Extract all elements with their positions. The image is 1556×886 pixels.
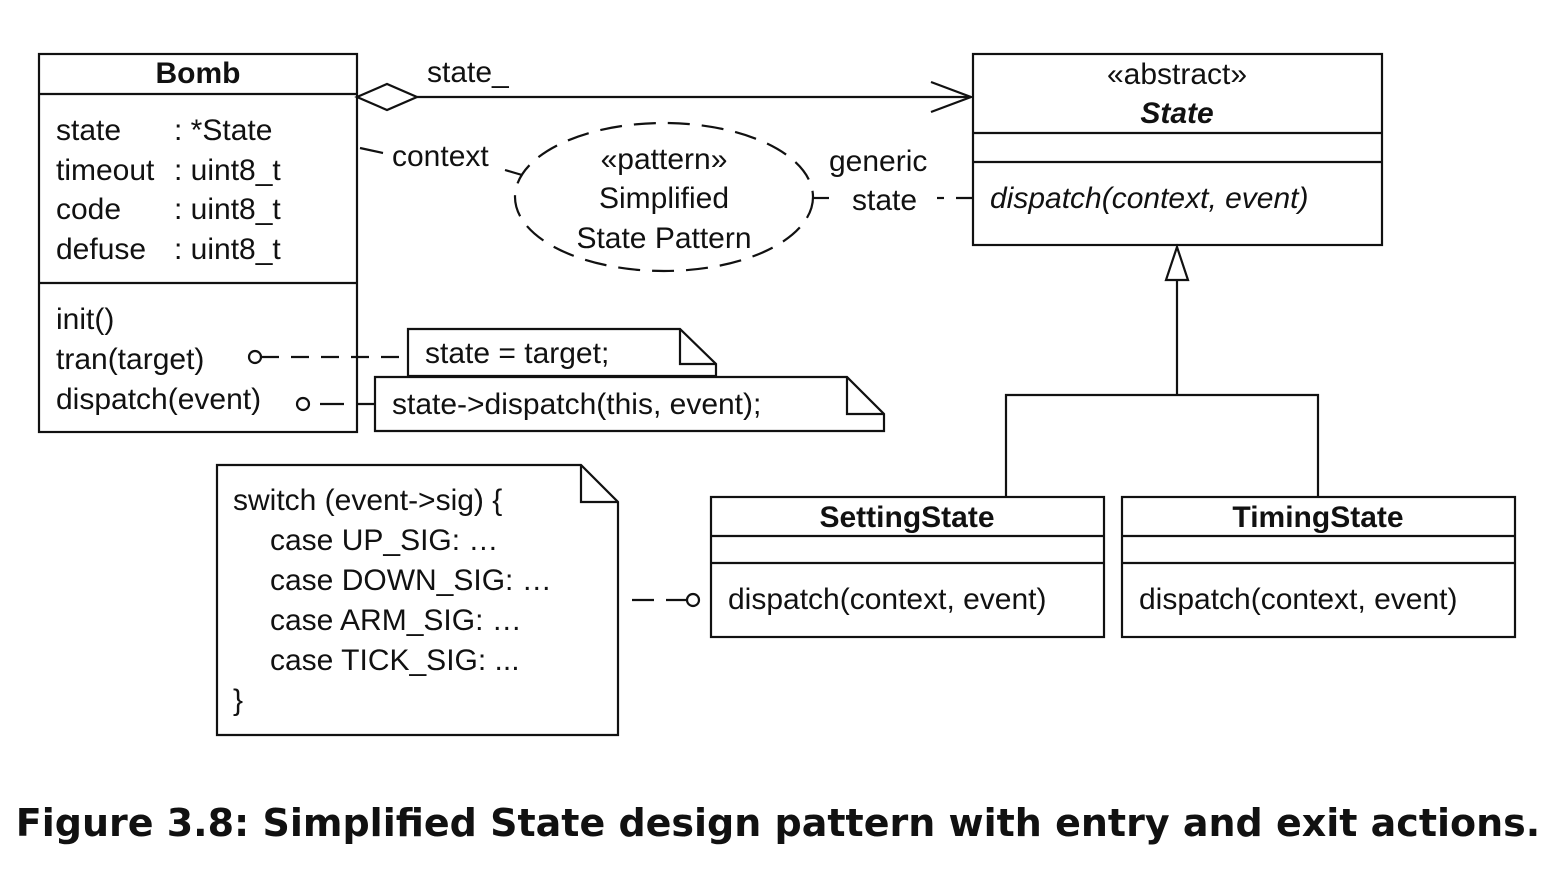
generic-role-label: generic (829, 145, 927, 178)
bomb-class-box (37, 52, 359, 434)
dispatch-note: state->dispatch(this, event); (295, 375, 886, 433)
dispatch-note-box (373, 375, 886, 433)
bomb-attr-name: defuse (56, 233, 146, 266)
note-anchor-circle (685, 592, 701, 608)
generalization-branches (1004, 393, 1320, 497)
timing-state-operation: dispatch(context, event) (1139, 583, 1458, 616)
setting-state-box (709, 495, 1106, 639)
bomb-attr-name: state (56, 114, 121, 147)
state-class: «abstract» State dispatch(context, event… (971, 52, 1384, 247)
note-folded-corner (579, 465, 618, 504)
pattern-stereotype: «pattern» (601, 143, 728, 176)
figure-caption: Figure 3.8: Simplified State design patt… (16, 801, 1540, 845)
bomb-attr-type: : uint8_t (174, 193, 281, 226)
bomb-class-name: Bomb (156, 57, 241, 90)
switch-note-box (215, 463, 620, 737)
context-role-line (504, 168, 523, 177)
timing-state-name: TimingState (1232, 501, 1403, 534)
aggregation-association: state_ (354, 56, 975, 114)
timing-state-class: TimingState dispatch(context, event) (1120, 495, 1517, 639)
generalization-triangle (1164, 243, 1190, 282)
pattern-name-line2: State Pattern (576, 222, 751, 255)
pattern-name-line1: Simplified (599, 182, 729, 215)
setting-state-name: SettingState (819, 501, 994, 534)
bomb-operation: tran(target) (56, 343, 204, 376)
bomb-class: Bomb state : *State timeout : uint8_t co… (37, 52, 359, 434)
bomb-operation: dispatch(event) (56, 383, 261, 416)
state-class-name: State (1140, 97, 1213, 130)
note-folded-corner (678, 329, 716, 366)
context-role-line (359, 146, 384, 155)
setting-state-operation: dispatch(context, event) (728, 583, 1047, 616)
bomb-attr-type: : uint8_t (174, 154, 281, 187)
bomb-attr-type: : *State (174, 114, 272, 147)
state-class-box (971, 52, 1384, 247)
switch-note-line: case ARM_SIG: … (270, 604, 522, 637)
setting-state-class: SettingState dispatch(context, event) (709, 495, 1106, 639)
switch-note-line: case DOWN_SIG: … (270, 564, 552, 597)
note-anchor-circle (295, 396, 311, 412)
switch-note-line: case UP_SIG: … (270, 524, 498, 557)
aggregation-diamond (354, 82, 420, 112)
state-operation: dispatch(context, event) (990, 182, 1309, 215)
switch-note-line: case TICK_SIG: ... (270, 644, 520, 677)
note-folded-corner (845, 377, 884, 416)
pattern-collaboration: «pattern» Simplified State Pattern conte… (359, 121, 973, 273)
state-role-label: state (852, 184, 917, 217)
switch-note-line: switch (event->sig) { (233, 484, 502, 517)
note-anchor-circle (247, 349, 263, 365)
bomb-operation: init() (56, 303, 114, 336)
dispatch-note-text: state->dispatch(this, event); (392, 388, 761, 421)
association-role-label: state_ (427, 56, 510, 89)
switch-note: switch (event->sig) { case UP_SIG: … cas… (215, 463, 701, 737)
bomb-attr-name: timeout (56, 154, 155, 187)
tran-note-text: state = target; (425, 337, 609, 370)
generalization (1004, 243, 1320, 497)
tran-note: state = target; (247, 327, 718, 378)
state-stereotype: «abstract» (1107, 58, 1247, 91)
tran-note-box (406, 327, 718, 378)
switch-note-line: } (233, 684, 243, 717)
association-arrowhead (930, 80, 975, 114)
context-role-label: context (392, 140, 489, 173)
bomb-attr-type: : uint8_t (174, 233, 281, 266)
bomb-attr-name: code (56, 193, 121, 226)
